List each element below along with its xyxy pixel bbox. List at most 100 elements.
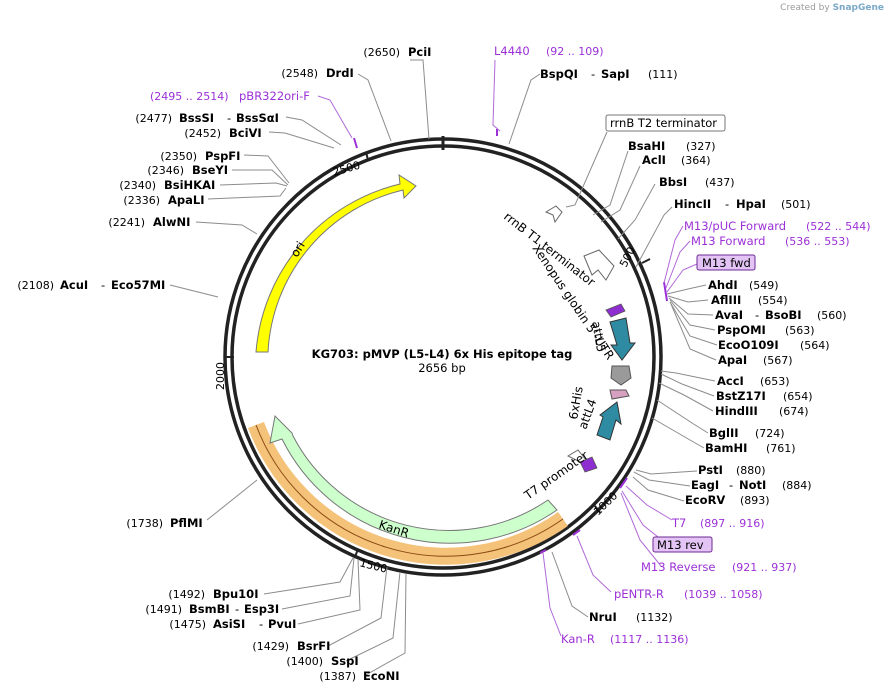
site-econi-pos: (1387): [319, 670, 356, 683]
ori-feature[interactable]: ori: [255, 174, 417, 353]
site-avai[interactable]: AvaI - BsoBI (560): [715, 308, 847, 322]
site-afliii[interactable]: AflIII (554): [711, 293, 788, 307]
site-econi-name: EcoNI: [363, 669, 399, 683]
site-bcivi-name: BciVI: [229, 126, 262, 140]
primer-pbr322ori-f[interactable]: (2495 .. 2514) pBR322ori-F: [150, 89, 310, 103]
primer-m13-forward[interactable]: M13 Forward (536 .. 553): [691, 234, 850, 248]
lead-sspi: [345, 571, 401, 662]
lead-hindiii: [658, 382, 714, 412]
site-alwni[interactable]: (2241) AlwNI: [108, 215, 190, 229]
site-apali[interactable]: (2336) ApaLI: [123, 193, 204, 207]
site-pcii[interactable]: (2650) PciI: [363, 45, 431, 59]
site-pspfi[interactable]: (2350) PspFI: [160, 149, 240, 163]
site-avai-name2: BsoBI: [765, 308, 802, 322]
site-bamhi[interactable]: BamHI (761): [705, 441, 796, 455]
primer-m13-fwd[interactable]: M13 fwd: [696, 254, 756, 271]
kanr-feature[interactable]: KanR: [248, 414, 568, 565]
site-acci-pos: (653): [760, 375, 790, 388]
tick-1500: [354, 548, 359, 558]
site-apali-pos: (2336): [123, 194, 160, 207]
site-bamhi-name: BamHI: [705, 441, 747, 455]
site-bsrfi[interactable]: (1429) BsrFI: [252, 639, 330, 653]
primer-l4440[interactable]: L4440 (92 .. 109): [494, 44, 604, 58]
watermark-created-by: Created by: [780, 3, 830, 13]
site-ahdi[interactable]: AhdI (549): [708, 278, 779, 292]
site-acui-pos: (2108): [17, 279, 54, 292]
site-bspqi[interactable]: BspQI - SapI (111): [540, 67, 678, 81]
lead-econi: [363, 573, 407, 677]
site-eagi[interactable]: EagI - NotI (884): [691, 478, 812, 492]
primer-m13puc-name: M13/pUC Forward: [684, 219, 786, 233]
primer-m13-reverse[interactable]: M13 Reverse (921 .. 937): [641, 560, 797, 574]
site-econi[interactable]: (1387) EcoNI: [319, 669, 399, 683]
site-bpu10i[interactable]: (1492) Bpu10I: [168, 587, 258, 601]
site-acui[interactable]: (2108) AcuI - Eco57MI: [17, 278, 165, 292]
ori-arrow[interactable]: [255, 174, 417, 353]
site-ecoo109i[interactable]: EcoO109I (564): [718, 338, 830, 352]
lead-acci: [660, 370, 716, 382]
watermark: Created by SnapGene: [780, 3, 884, 13]
rrnb-t2-terminator[interactable]: rrnB T2 terminator: [605, 114, 726, 132]
attl5-arrow[interactable]: [609, 317, 637, 361]
site-bstz17i-name: BstZ17I: [716, 389, 766, 403]
site-bstz17i[interactable]: BstZ17I (654): [716, 389, 813, 403]
site-sspi-pos: (1400): [286, 655, 323, 668]
site-bpu10i-pos: (1492): [168, 588, 205, 601]
primer-m13reverse-range: (921 .. 937): [732, 561, 797, 574]
site-apai[interactable]: ApaI (567): [718, 353, 793, 367]
site-drdi[interactable]: (2548) DrdI: [281, 66, 353, 80]
site-bsssi[interactable]: (2477) BssSI - BssSαI: [135, 111, 279, 125]
primer-t7[interactable]: T7 (897 .. 916): [671, 516, 765, 530]
site-nrui-name: NruI: [589, 610, 617, 624]
primer-pbr322-range: (2495 .. 2514): [150, 90, 229, 103]
xenopus-utr-arrow[interactable]: [583, 249, 615, 281]
site-acli[interactable]: AclI (364): [642, 153, 711, 167]
site-sspi[interactable]: (1400) SspI: [286, 654, 358, 668]
site-bsahi[interactable]: BsaHI (327): [628, 139, 716, 153]
site-hincii-dash: -: [725, 197, 729, 211]
site-ecoo109i-name: EcoO109I: [718, 338, 779, 352]
primer-m13-rev[interactable]: M13 rev: [652, 536, 713, 553]
attl4-arrow[interactable]: [596, 401, 622, 441]
site-apai-name: ApaI: [718, 353, 747, 367]
site-bcivi[interactable]: (2452) BciVI: [184, 126, 261, 140]
lead-drdi: [357, 73, 392, 142]
site-bsihkai[interactable]: (2340) BsiHKAI: [119, 178, 215, 192]
primer-m13-puc-forward[interactable]: M13/pUC Forward (522 .. 544): [684, 219, 871, 233]
site-pflmi[interactable]: (1738) PflMI: [126, 516, 202, 530]
site-pspomi[interactable]: PspOMI (563): [717, 323, 815, 337]
site-eagi-pos: (884): [782, 479, 812, 492]
site-acci[interactable]: AccI (653): [717, 374, 790, 388]
primer-kan-r[interactable]: Kan-R (1117 .. 1136): [561, 632, 689, 646]
site-psti[interactable]: PstI (880): [698, 463, 766, 477]
lead-l4440: [492, 59, 501, 132]
6xhis-arrow[interactable]: [609, 389, 630, 400]
site-ecorv[interactable]: EcoRV (893): [685, 493, 770, 507]
site-bbsi[interactable]: BbsI (437): [659, 175, 735, 189]
site-hincii[interactable]: HincII - HpaI (501): [674, 197, 811, 211]
site-acli-pos: (364): [681, 154, 711, 167]
site-bsihkai-pos: (2340): [119, 179, 156, 192]
site-acci-name: AccI: [717, 374, 744, 388]
site-bsmbi[interactable]: (1491) BsmBI - Esp3I: [145, 602, 279, 616]
kanr-halo-line: [255, 424, 564, 557]
primer-m13rev-box: [652, 536, 713, 553]
primer-pentr-r[interactable]: pENTR-R (1039 .. 1058): [614, 587, 763, 601]
site-asisi[interactable]: (1475) AsiSI - PvuI: [169, 617, 296, 631]
site-nrui[interactable]: NruI (1132): [589, 610, 673, 624]
site-bseyi[interactable]: (2346) BseYI: [147, 163, 228, 177]
kanr-arrow[interactable]: [269, 414, 558, 544]
site-bsssi-pos: (2477): [135, 112, 172, 125]
snapgene-logo: SnapGene: [832, 3, 884, 13]
site-eagi-dash: -: [729, 478, 733, 492]
purple-marker-2: [579, 456, 598, 473]
site-hindiii[interactable]: HindIII (674): [715, 404, 809, 418]
rrnb-t1-arrow[interactable]: [544, 205, 563, 224]
tick-label-1000: 1000: [591, 489, 620, 518]
site-pcii-name: PciI: [408, 45, 431, 59]
tick-500: [641, 258, 651, 264]
site-bcivi-pos: (2452): [184, 127, 221, 140]
site-bglii[interactable]: BglII (724): [709, 426, 785, 440]
site-bsahi-pos: (327): [686, 140, 716, 153]
